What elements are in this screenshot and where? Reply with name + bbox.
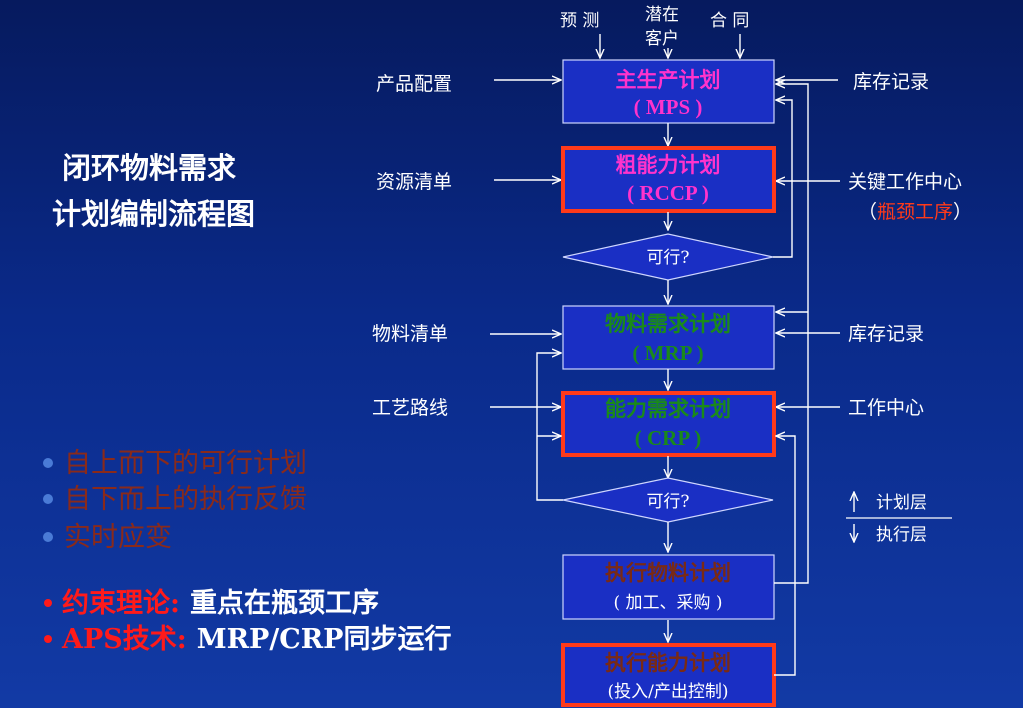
plan-layer-label: 计划层 [876, 493, 927, 513]
bullet-dot-2 [43, 494, 53, 504]
input-work-center: 工作中心 [848, 397, 924, 419]
feasible-decision-2 [562, 477, 774, 523]
exec-material-subtitle: ( 加工、采购 ) [613, 593, 722, 613]
input-forecast: 预 测 [560, 11, 599, 31]
note-1-text: 重点在瓶颈工序 [190, 587, 379, 619]
bullet-3: 实时应变 [64, 522, 172, 553]
arrow-exec-capacity-feedback [774, 436, 796, 676]
feasible-2-label: 可行? [646, 492, 689, 512]
input-inventory-1: 库存记录 [853, 71, 929, 93]
input-contract: 合 同 [710, 11, 749, 31]
note-2-text: MRP/CRP同步运行 [197, 623, 452, 655]
mrp-subtitle: ( MRP ) [632, 341, 703, 365]
diagram-title-line1: 闭环物料需求 [62, 151, 236, 185]
exec-capacity-title: 执行能力计划 [605, 650, 731, 675]
diagram-title-line2: 计划编制流程图 [52, 197, 255, 231]
exec-capacity-subtitle: (投入/产出控制) [608, 682, 729, 702]
feasible-1-label: 可行? [646, 248, 689, 268]
input-bottleneck: （瓶颈工序） [858, 201, 972, 223]
arrow-feasible2-feedback-mrp [536, 353, 563, 501]
note-dot-1 [44, 599, 52, 607]
input-potential-line1: 潜在 [645, 5, 679, 25]
note-1-label: 约束理论: [62, 588, 180, 619]
note-2: APS技术: MRP/CRP同步运行 [61, 623, 451, 655]
crp-box [561, 391, 776, 457]
bullet-dot-3 [43, 532, 53, 542]
rccp-box [561, 146, 776, 213]
crp-subtitle: ( CRP ) [635, 426, 702, 450]
mps-subtitle: ( MPS ) [634, 95, 703, 119]
note-dot-2 [44, 635, 52, 643]
arrow-feasible1-feedback [773, 100, 793, 258]
bottleneck-text: 瓶颈工序 [877, 201, 953, 223]
input-key-work-center: 关键工作中心 [848, 171, 962, 193]
input-material-list: 物料清单 [372, 323, 448, 345]
crp-title: 能力需求计划 [605, 396, 731, 421]
bullet-1: 自上而下的可行计划 [64, 448, 307, 479]
input-potential-line2: 客户 [645, 29, 679, 49]
input-resource-list: 资源清单 [376, 171, 452, 193]
exec-capacity-box [561, 643, 776, 707]
mps-title: 主生产计划 [616, 67, 721, 92]
exec-material-title: 执行物料计划 [605, 560, 731, 585]
bottleneck-close: ） [953, 201, 972, 223]
rccp-subtitle: ( RCCP ) [627, 181, 709, 205]
mps-box [562, 59, 775, 124]
input-inventory-2: 库存记录 [848, 323, 924, 345]
input-product-config: 产品配置 [376, 73, 452, 95]
bullet-2: 自下而上的执行反馈 [64, 484, 307, 515]
bottleneck-open: （ [858, 201, 877, 223]
note-1: 约束理论: 重点在瓶颈工序 [62, 587, 379, 619]
note-2-label: APS技术: [61, 624, 187, 655]
input-process-route: 工艺路线 [372, 397, 448, 419]
arrow-exec-material-feedback [774, 84, 809, 584]
exec-material-box [562, 554, 775, 620]
mrp-title: 物料需求计划 [605, 311, 731, 336]
rccp-title: 粗能力计划 [616, 152, 721, 177]
bullet-dot-1 [43, 458, 53, 468]
execute-layer-label: 执行层 [876, 525, 927, 545]
